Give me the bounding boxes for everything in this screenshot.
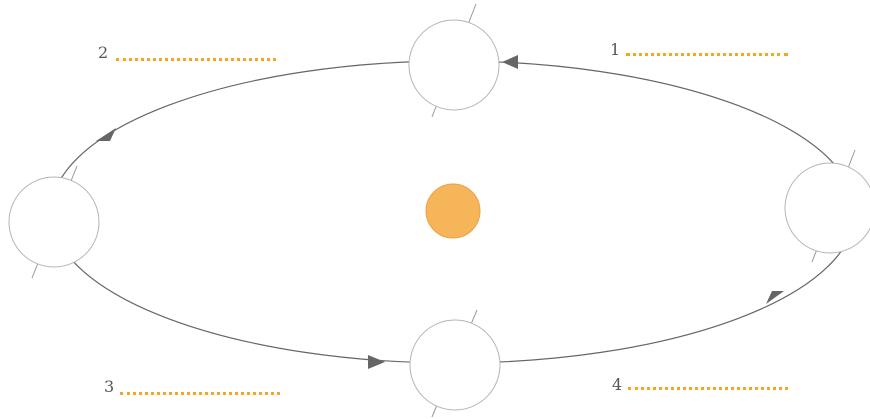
earth-top — [408, 3, 500, 118]
earth-bottom — [409, 309, 501, 418]
earth-circle — [784, 162, 870, 254]
orbit-arrow-right — [766, 291, 784, 304]
position-label-4: 4 — [612, 375, 623, 394]
earth-left — [8, 165, 100, 279]
answer-blank-3[interactable] — [120, 392, 280, 395]
earth-circle — [408, 19, 500, 111]
orbit-arrow-bottom — [368, 355, 385, 369]
earth-circle — [409, 319, 501, 411]
sun — [425, 183, 481, 239]
orbit-arrow-left — [96, 128, 116, 141]
position-label-1: 1 — [610, 40, 621, 59]
earth-right — [784, 149, 870, 263]
position-label-2: 2 — [98, 43, 109, 62]
answer-blank-1[interactable] — [626, 53, 788, 56]
orbit-arrow-top — [502, 55, 518, 69]
answer-blank-2[interactable] — [116, 58, 276, 61]
answer-blank-4[interactable] — [628, 387, 788, 390]
earth-circle — [8, 176, 100, 268]
position-label-3: 3 — [104, 377, 115, 396]
